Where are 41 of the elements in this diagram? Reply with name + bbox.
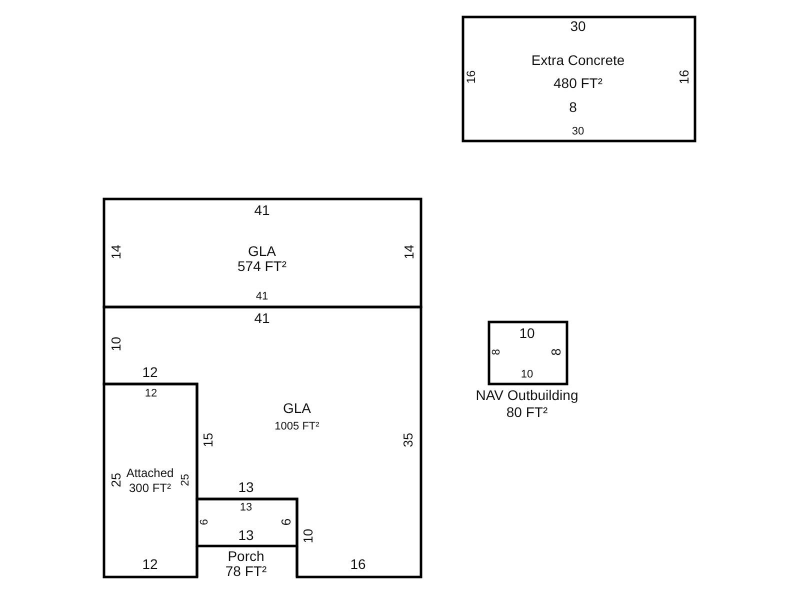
area-size: 574 FT² — [238, 259, 286, 273]
dimension-label: 13 — [238, 528, 254, 542]
dimension-label: 10 — [520, 370, 534, 380]
dimension-label: 6 — [200, 518, 210, 526]
dimension-label: 41 — [254, 203, 270, 217]
dimension-label: 14 — [402, 244, 416, 260]
dimension-label: 12 — [144, 388, 158, 400]
dimension-label: 15 — [202, 432, 214, 448]
area-size: 78 FT² — [225, 564, 267, 578]
dimension-label: 25 — [110, 472, 122, 488]
dimension-label: 41 — [254, 311, 270, 325]
area-name: GLA — [283, 401, 311, 415]
dimension-label: 41 — [256, 292, 268, 302]
area-name: GLA — [248, 244, 276, 258]
dimension-label: 16 — [678, 70, 690, 84]
dimension-label: 13 — [238, 480, 254, 494]
area-name: NAV Outbuilding — [476, 388, 578, 402]
dimension-label: 30 — [572, 126, 584, 138]
dimension-label: 10 — [302, 528, 314, 544]
dimension-label: 30 — [570, 19, 586, 33]
dimension-label: 16 — [465, 70, 477, 84]
area-size: 300 FT² — [129, 482, 171, 494]
dimension-label: 35 — [402, 432, 414, 448]
area-name: Porch — [228, 549, 264, 563]
dimension-label: 14 — [110, 244, 122, 260]
dimension-label: 12 — [142, 365, 158, 379]
dimension-label: 8 — [569, 100, 577, 114]
dimension-label: 25 — [180, 474, 192, 486]
dimension-label: 8 — [492, 348, 502, 356]
dimension-label: 10 — [519, 326, 535, 340]
area-size: 80 FT² — [506, 405, 548, 419]
area-size: 480 FT² — [554, 76, 602, 90]
dimension-label: 8 — [550, 348, 562, 356]
area-name: Attached — [126, 467, 174, 479]
dimension-label: 10 — [110, 336, 122, 352]
area-size: 1005 FT² — [274, 422, 320, 432]
dimension-label: 6 — [280, 518, 292, 526]
area-name: Extra Concrete — [531, 53, 625, 67]
dimension-label: 16 — [350, 557, 366, 571]
dimension-label: 13 — [240, 502, 252, 514]
dimension-label: 12 — [142, 557, 158, 571]
